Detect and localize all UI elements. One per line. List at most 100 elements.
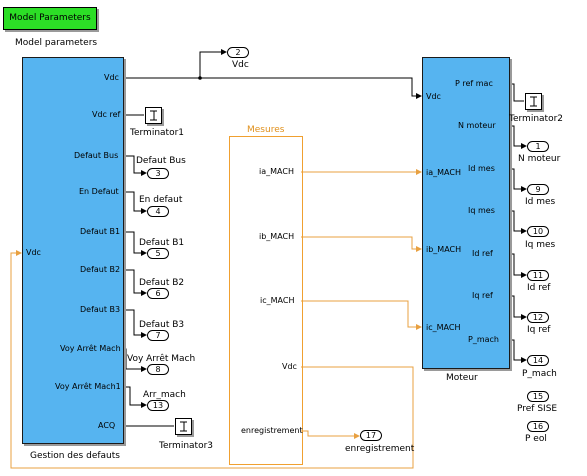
wire-defautbus [123, 155, 147, 176]
terminator-3-block[interactable] [175, 418, 192, 435]
outport-12-label: Iq ref [527, 325, 551, 335]
outport-13-label: Arr_mach [143, 390, 186, 400]
mesures-out-ic: ic_MACH [260, 296, 295, 305]
outport-5-label: Defaut B1 [139, 238, 185, 248]
outport-13[interactable]: 13 [147, 400, 169, 411]
terminator-3-label: Terminator3 [159, 441, 213, 451]
wire-vdc-out2 [199, 49, 227, 78]
wire-defautb2 [123, 269, 147, 296]
outport-1[interactable]: 1 [527, 141, 549, 152]
wire-defautb3 [123, 309, 147, 338]
wire-endefaut [123, 191, 147, 214]
outport-3[interactable]: 3 [147, 168, 169, 179]
terminator-1-block[interactable] [145, 107, 162, 124]
wire-enregistrement [301, 430, 360, 439]
gestion-out-defaut-b1: Defaut B1 [80, 227, 121, 236]
outport-7-label: Defaut B3 [139, 320, 185, 330]
moteur-out-iq-ref: Iq ref [472, 291, 493, 300]
outport-10[interactable]: 10 [527, 226, 549, 237]
moteur-out-pref-mac: P ref mac [455, 79, 493, 88]
wire-prefmac-term2 [509, 83, 524, 102]
terminator-icon [180, 421, 187, 432]
outport-5[interactable]: 5 [147, 248, 169, 259]
outport-4[interactable]: 4 [147, 206, 169, 217]
terminator-icon [530, 96, 537, 107]
wire-iqref [509, 295, 527, 320]
outport-12[interactable]: 12 [527, 312, 549, 323]
outport-9[interactable]: 9 [527, 184, 549, 195]
outport-14-label: P_mach [522, 369, 557, 379]
outport-1-label: N moteur [518, 154, 561, 164]
model-parameters-block[interactable]: Model Parameters [3, 7, 97, 30]
outport-16-label: P eol [525, 434, 547, 444]
gestion-out-vdc: Vdc [104, 73, 119, 82]
outport-15-label: Pref SISE [517, 404, 558, 414]
wire-ic [301, 300, 422, 330]
mesures-out-ia: ia_MACH [259, 167, 294, 176]
outport-7[interactable]: 7 [147, 330, 169, 341]
outport-11[interactable]: 11 [527, 270, 549, 281]
moteur-out-id-mes: Id mes [468, 164, 495, 173]
gestion-out-defaut-b2: Defaut B2 [80, 265, 121, 274]
moteur-out-id-ref: Id ref [472, 249, 493, 258]
outport-10-label: Iq mes [525, 240, 556, 250]
outport-6[interactable]: 6 [147, 288, 169, 299]
wire-voyarret [123, 348, 147, 372]
wire-vdc-feedback [10, 250, 414, 469]
outport-9-label: Id mes [525, 197, 556, 207]
moteur-out-p-mach: P_mach [468, 335, 499, 344]
outport-17[interactable]: 17 [360, 430, 382, 441]
mesures-title: Mesures [247, 125, 285, 135]
terminator-2-block[interactable] [525, 93, 542, 110]
wire-ib [301, 236, 422, 252]
wire-idref [509, 253, 527, 278]
outport-14[interactable]: 14 [527, 355, 549, 366]
wire-pmach [509, 339, 527, 363]
wire-voyarret1 [123, 386, 147, 408]
outport-17-label: enregistrement [345, 444, 415, 454]
moteur-out-n-moteur: N moteur [458, 121, 496, 130]
gestion-out-en-defaut: En Defaut [79, 187, 119, 196]
mesures-out-vdc: Vdc [282, 362, 297, 371]
gestion-out-defaut-b3: Defaut B3 [80, 305, 121, 314]
moteur-out-iq-mes: Iq mes [468, 206, 495, 215]
moteur-in-ib: ib_MACH [426, 245, 462, 254]
gestion-in-vdc: Vdc [26, 248, 41, 257]
outport-15[interactable]: 15 [527, 391, 549, 402]
gestion-out-acq: ACQ [98, 421, 116, 430]
wire-iqmes [509, 210, 527, 234]
moteur-in-ia: ia_MACH [426, 168, 461, 177]
wire-nmoteur [509, 125, 527, 149]
moteur-in-ic: ic_MACH [426, 323, 461, 332]
gestion-out-voy-arret-mach1: Voy Arrêt Mach1 [55, 382, 121, 391]
outport-3-label: Defaut Bus [136, 156, 186, 166]
model-parameters-caption: Model parameters [15, 38, 98, 48]
outport-8-label: Voy Arrêt Mach [127, 354, 196, 364]
gestion-des-defauts-block[interactable] [22, 57, 124, 444]
outport-2[interactable]: 2 [227, 47, 249, 58]
terminator-1-label: Terminator1 [130, 128, 184, 138]
wire-defautb1 [123, 231, 147, 256]
gestion-out-vdc-ref: Vdc ref [92, 110, 121, 119]
wire-idmes [509, 168, 527, 192]
mesures-block[interactable] [229, 136, 303, 465]
terminator-icon [150, 110, 157, 121]
outport-11-label: Id ref [527, 283, 551, 293]
outport-6-label: Defaut B2 [139, 278, 185, 288]
moteur-block[interactable] [422, 57, 510, 369]
outport-4-label: En defaut [139, 195, 183, 205]
outport-16[interactable]: 16 [527, 421, 549, 432]
terminator-2-label: Terminator2 [509, 114, 563, 124]
gestion-des-defauts-label: Gestion des defauts [30, 451, 120, 461]
mesures-out-enregistrement: enregistrement [241, 426, 303, 435]
wire-branch-dot [198, 76, 202, 80]
gestion-out-voy-arret-mach: Voy Arrêt Mach [60, 344, 121, 353]
mesures-out-ib: ib_MACH [259, 232, 295, 241]
outport-8[interactable]: 8 [147, 364, 169, 375]
moteur-label: Moteur [446, 373, 478, 383]
moteur-in-vdc: Vdc [426, 92, 441, 101]
gestion-out-defaut-bus: Defaut Bus [74, 151, 119, 160]
outport-2-label: Vdc [232, 60, 249, 70]
wire-vdc-moteur [123, 77, 422, 99]
